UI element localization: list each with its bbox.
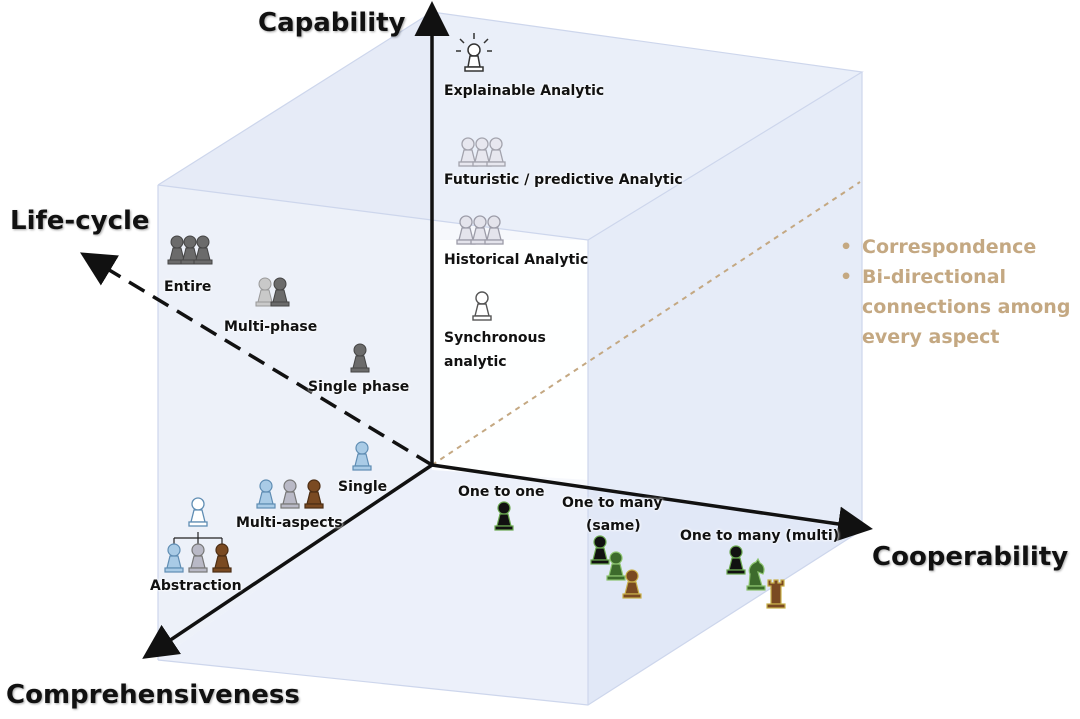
capability-level-label: Historical Analytic xyxy=(444,252,589,268)
faded-pawns-icon xyxy=(458,137,506,167)
comprehensiveness-level-label: Single xyxy=(338,479,388,495)
cube-back-left-face xyxy=(158,12,432,660)
cooperability-level-label: One to one xyxy=(458,484,545,500)
life-cycle-level-label: Multi-phase xyxy=(224,319,318,335)
pawn-chain-icon xyxy=(590,535,642,599)
capability-level-label: analytic xyxy=(444,354,507,370)
comprehensiveness-axis xyxy=(142,463,433,659)
note-bullet-2: Bi-directional xyxy=(862,266,1007,288)
mixed-pawns-icon xyxy=(256,479,324,509)
capability-level-label: Futuristic / predictive Analytic xyxy=(444,172,683,188)
cooperability-axis-title: Cooperability xyxy=(872,542,1069,572)
pawn-knight-rook-icon xyxy=(726,545,786,609)
capability-level-label: Synchronous xyxy=(444,330,546,346)
cooperability-level-label: (same) xyxy=(586,518,641,534)
note-bullet-1: Correspondence xyxy=(862,236,1037,258)
cube-front-panel xyxy=(432,240,588,480)
cooperability-level-label: One to many xyxy=(562,495,663,511)
life-cycle-level-label: Single phase xyxy=(308,379,410,395)
faded-pawns-icon xyxy=(456,215,504,245)
note-bullet-2-cont: connections among xyxy=(862,296,1071,318)
pawn-hierarchy-icon xyxy=(164,497,232,573)
black-pawn-icon xyxy=(494,501,514,531)
two-gray-pawns-icon xyxy=(255,277,290,307)
bullet-dot-icon: • xyxy=(840,266,853,288)
note-bullet-2-cont: every aspect xyxy=(862,326,1000,348)
three-gray-pawns-icon xyxy=(167,235,213,265)
correspondence-note: • Correspondence • Bi-directional connecti… xyxy=(840,232,1070,352)
glowing-pawn-icon xyxy=(456,33,492,72)
life-cycle-axis xyxy=(80,252,433,467)
pawn-outline-icon xyxy=(472,291,492,321)
life-cycle-level-label: Entire xyxy=(164,279,212,295)
blue-pawn-icon xyxy=(352,441,372,471)
capability-axis-title: Capability xyxy=(258,8,406,38)
cube-front-right-face xyxy=(588,72,862,705)
life-cycle-axis-title: Life-cycle xyxy=(10,206,150,236)
comprehensiveness-axis-title: Comprehensiveness xyxy=(6,680,300,710)
capability-level-label: Explainable Analytic xyxy=(444,83,605,99)
comprehensiveness-level-label: Multi-aspects xyxy=(236,515,343,531)
cooperability-axis xyxy=(431,463,873,542)
gray-pawn-icon xyxy=(350,343,370,373)
bullet-dot-icon: • xyxy=(840,236,853,258)
comprehensiveness-level-label: Abstraction xyxy=(150,578,242,594)
cooperability-level-label: One to many (multi) xyxy=(680,528,840,544)
